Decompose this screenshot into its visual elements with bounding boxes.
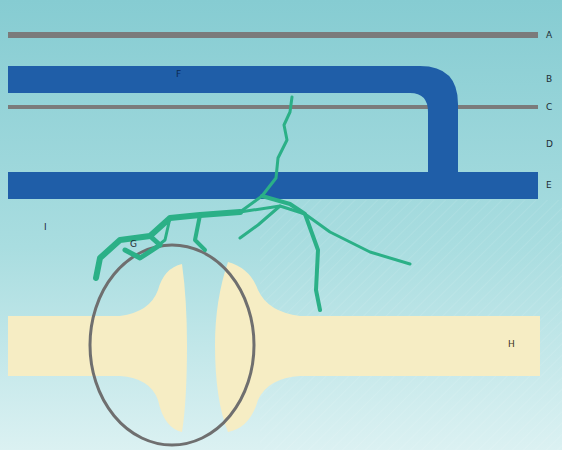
part-letter: I	[44, 223, 47, 232]
bone	[8, 264, 187, 432]
blood-vessel	[8, 172, 538, 199]
part-letter: E	[546, 181, 552, 190]
blood-vessel	[8, 66, 458, 172]
part-letter: B	[546, 75, 552, 84]
bone	[215, 262, 540, 432]
part-letter: D	[546, 140, 553, 149]
part-letter: H	[508, 340, 515, 349]
part-letter: G	[130, 240, 137, 249]
layer-line	[8, 32, 538, 38]
part-letter: C	[546, 103, 552, 112]
part-letter: F	[176, 70, 181, 79]
layer-line	[8, 105, 538, 109]
nerve	[96, 97, 410, 310]
joint-capsule	[90, 245, 254, 445]
part-letter: A	[546, 31, 552, 40]
